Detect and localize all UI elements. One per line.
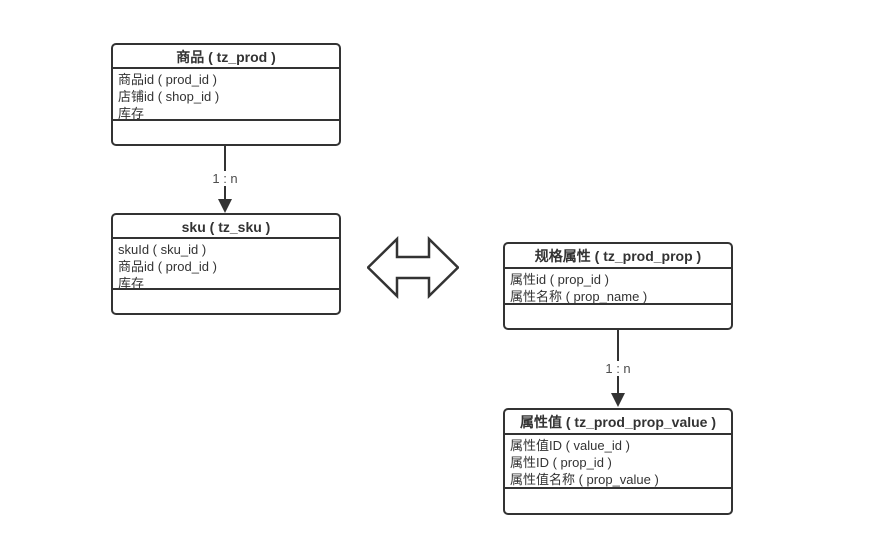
table-title-prod-prop-value: 属性值 ( tz_prod_prop_value ) bbox=[505, 410, 731, 436]
table-field: 库存 bbox=[118, 106, 145, 119]
arrowhead-down-icon bbox=[218, 199, 232, 213]
table-title-sku: sku ( tz_sku ) bbox=[113, 215, 339, 240]
connector-label-prop-value: 1 : n bbox=[602, 361, 634, 376]
connector-label-prod-sku: 1 : n bbox=[209, 171, 241, 186]
table-fields-prod: 商品id ( prod_id ) 店铺id ( shop_id ) 库存 bbox=[113, 69, 339, 118]
entity-table-prod-prop-value: 属性值 ( tz_prod_prop_value ) 属性值ID ( value… bbox=[503, 408, 733, 515]
table-field: 属性名称 ( prop_name ) bbox=[510, 288, 648, 303]
table-fields-prod-prop: 属性id ( prop_id ) 属性名称 ( prop_name ) bbox=[505, 269, 731, 303]
entity-table-prod-prop: 规格属性 ( tz_prod_prop ) 属性id ( prop_id ) 属… bbox=[503, 242, 733, 330]
table-fields-sku: skuId ( sku_id ) 商品id ( prod_id ) 库存 bbox=[113, 239, 339, 288]
entity-table-prod: 商品 ( tz_prod ) 商品id ( prod_id ) 店铺id ( s… bbox=[111, 43, 341, 146]
table-field: 商品id ( prod_id ) bbox=[118, 259, 217, 275]
table-field: 库存 bbox=[118, 276, 145, 288]
table-field: skuId ( sku_id ) bbox=[118, 242, 207, 258]
table-title-prod: 商品 ( tz_prod ) bbox=[113, 45, 339, 70]
entity-table-sku: sku ( tz_sku ) skuId ( sku_id ) 商品id ( p… bbox=[111, 213, 341, 315]
left-right-double-arrow-icon bbox=[367, 236, 459, 299]
table-empty-section bbox=[113, 118, 339, 144]
table-field: 属性值ID ( value_id ) bbox=[510, 438, 630, 454]
table-field: 属性id ( prop_id ) bbox=[510, 271, 609, 287]
table-field: 商品id ( prod_id ) bbox=[118, 72, 217, 88]
table-empty-section bbox=[505, 302, 731, 329]
table-empty-section bbox=[505, 486, 731, 513]
table-field: 店铺id ( shop_id ) bbox=[118, 89, 220, 105]
table-empty-section bbox=[113, 288, 339, 313]
table-field: 属性ID ( prop_id ) bbox=[510, 455, 612, 471]
table-title-prod-prop: 规格属性 ( tz_prod_prop ) bbox=[505, 244, 731, 269]
arrowhead-down-icon bbox=[611, 393, 625, 407]
table-fields-prod-prop-value: 属性值ID ( value_id ) 属性ID ( prop_id ) 属性值名… bbox=[505, 435, 731, 486]
table-field: 属性值名称 ( prop_value ) bbox=[510, 472, 659, 487]
